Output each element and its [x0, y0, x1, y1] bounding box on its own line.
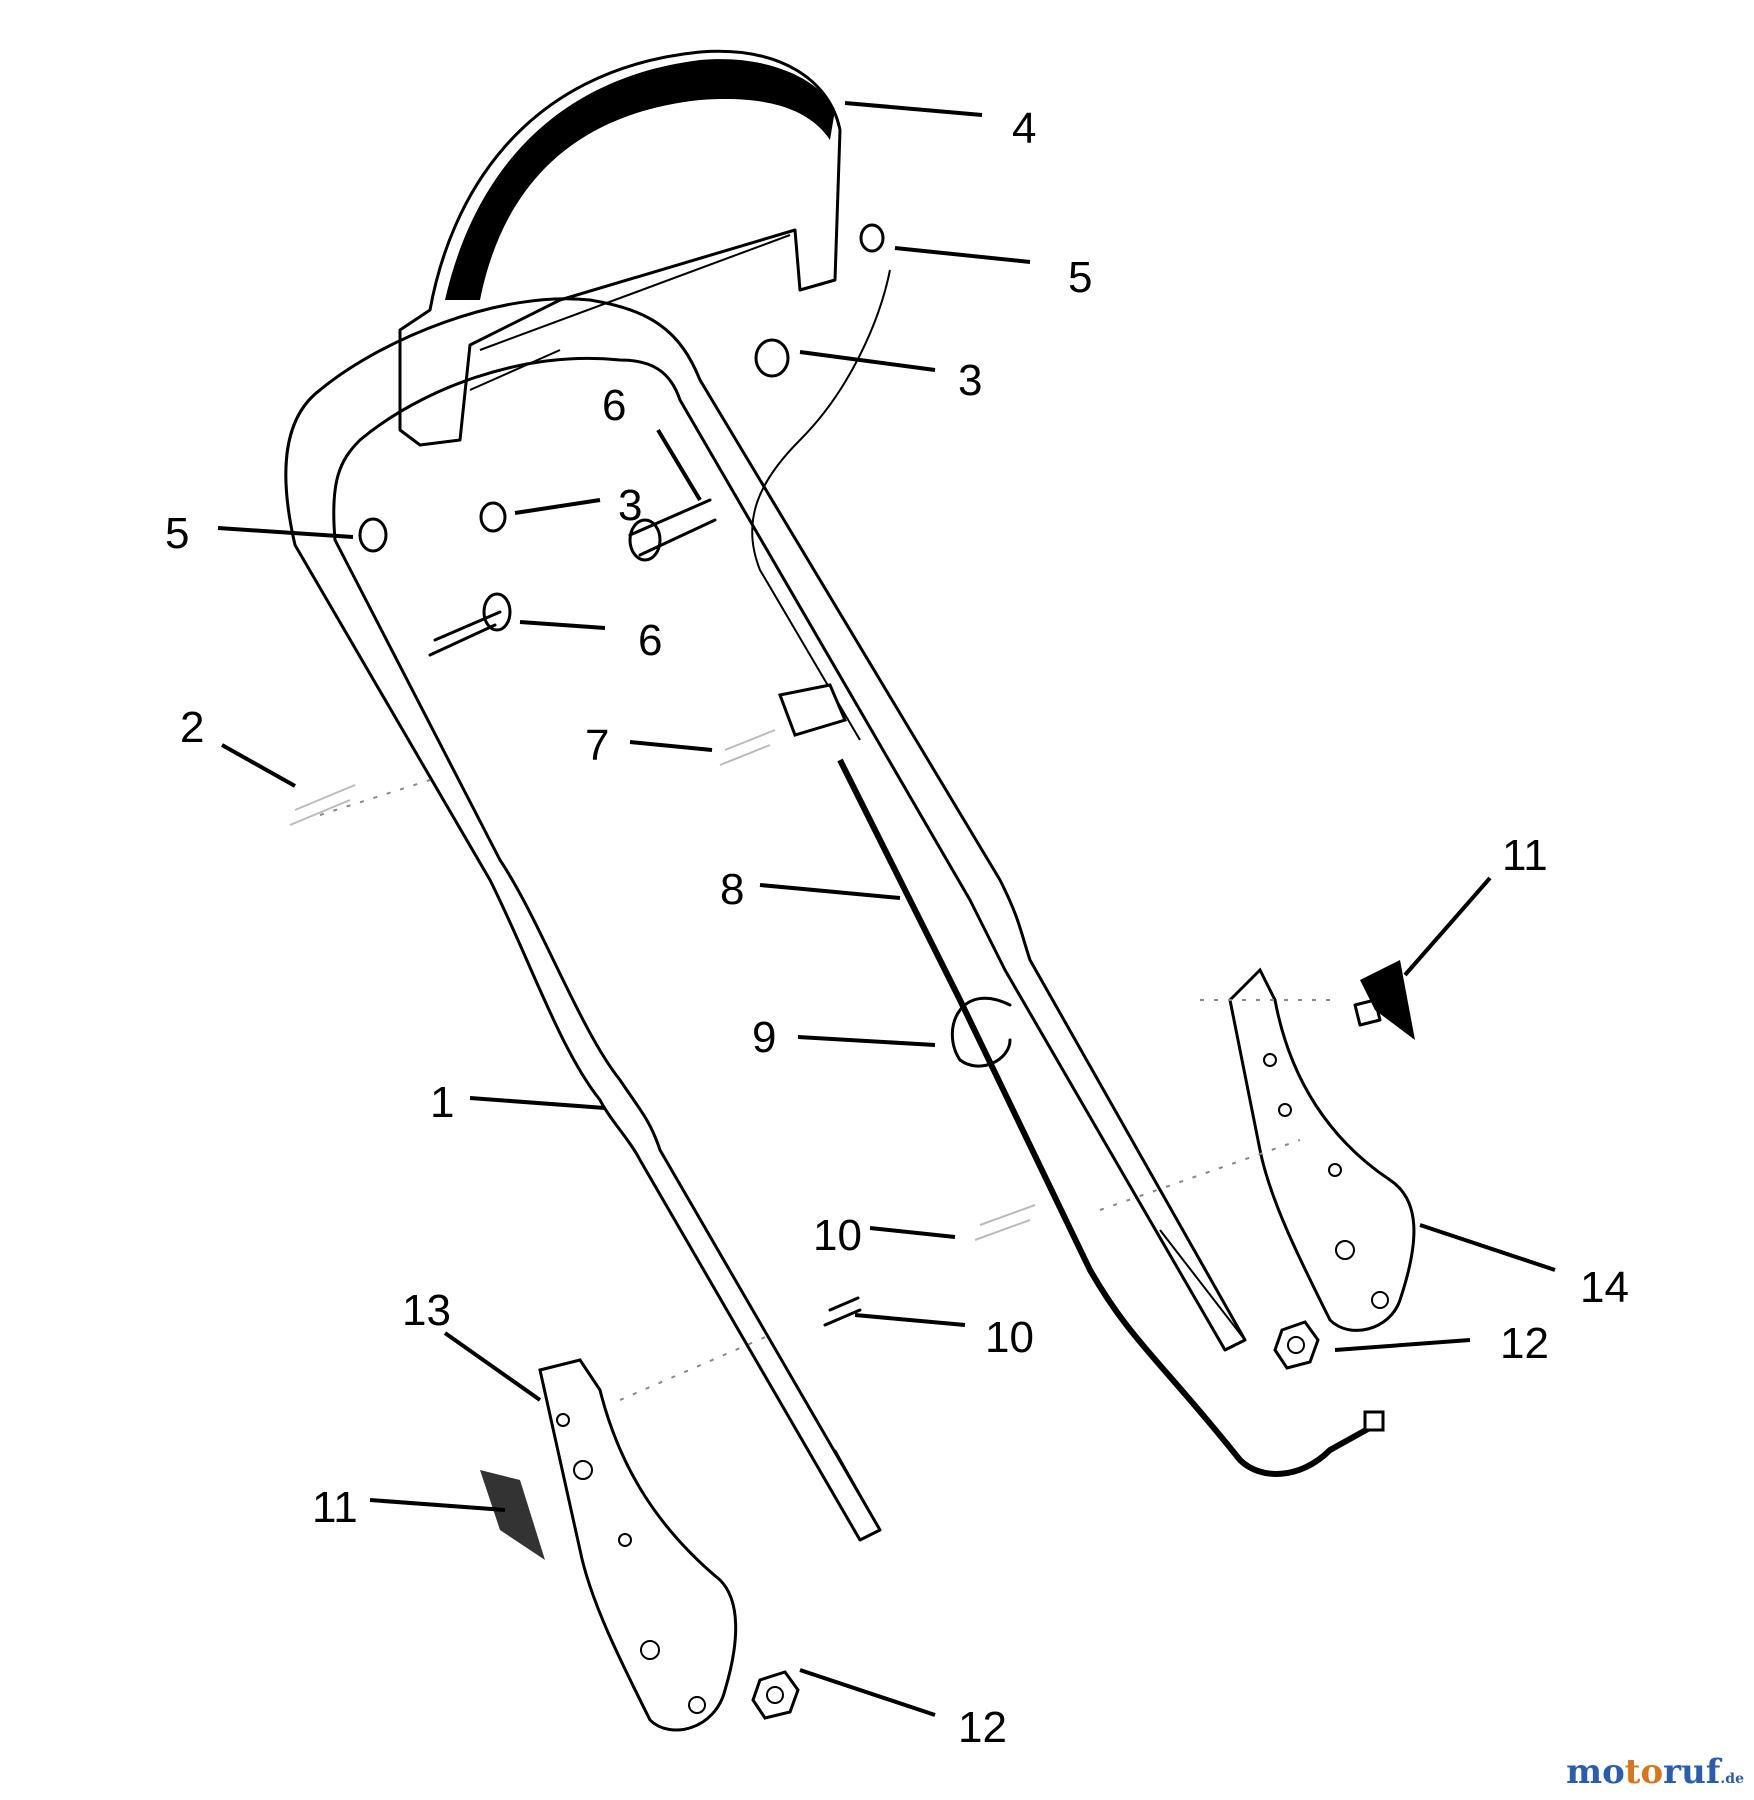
callout-12-right: 12: [1500, 1319, 1549, 1368]
bracket-left: [538, 1358, 738, 1732]
callout-5-right: 5: [1068, 253, 1092, 302]
leader-lines: [217, 101, 1556, 1717]
callout-12-left: 12: [958, 1703, 1007, 1752]
bracket-right: [1228, 967, 1416, 1332]
watermark-part-b: to: [1624, 1752, 1664, 1792]
callout-11-left: 11: [312, 1483, 358, 1532]
alignment-lines: [319, 779, 1340, 1401]
callout-14: 14: [1580, 1263, 1629, 1312]
upper-handle: [398, 49, 842, 447]
control-cable: [751, 269, 1385, 1477]
callout-11-right: 11: [1502, 831, 1548, 880]
callout-6-top: 6: [602, 381, 626, 430]
lower-handle-frame: [284, 297, 1247, 1542]
callout-labels: 4 5 3 5 3 6 6 2 7 8 9 1 10 10 11 12 14 1…: [165, 104, 1629, 1752]
cable-guide: [777, 683, 848, 737]
callout-1: 1: [430, 1078, 454, 1127]
callout-10-upper: 10: [813, 1211, 862, 1260]
callout-8: 8: [720, 865, 744, 914]
callout-10-lower: 10: [985, 1313, 1034, 1362]
watermark-suffix: .de: [1720, 1771, 1744, 1787]
watermark-part-c: ruf: [1663, 1752, 1721, 1792]
watermark-logo: motoruf.de: [1566, 1752, 1744, 1792]
hardware: [289, 223, 1415, 1720]
callout-2: 2: [180, 703, 204, 752]
callout-13: 13: [402, 1286, 451, 1335]
callout-5-left: 5: [165, 509, 189, 558]
callout-6-middle: 6: [638, 616, 662, 665]
watermark-part-a: mo: [1566, 1752, 1625, 1792]
callout-3-left: 3: [618, 481, 642, 530]
callout-3-top: 3: [958, 356, 982, 405]
callout-9: 9: [752, 1013, 776, 1062]
callout-7: 7: [585, 721, 609, 770]
callout-4: 4: [1012, 104, 1036, 153]
